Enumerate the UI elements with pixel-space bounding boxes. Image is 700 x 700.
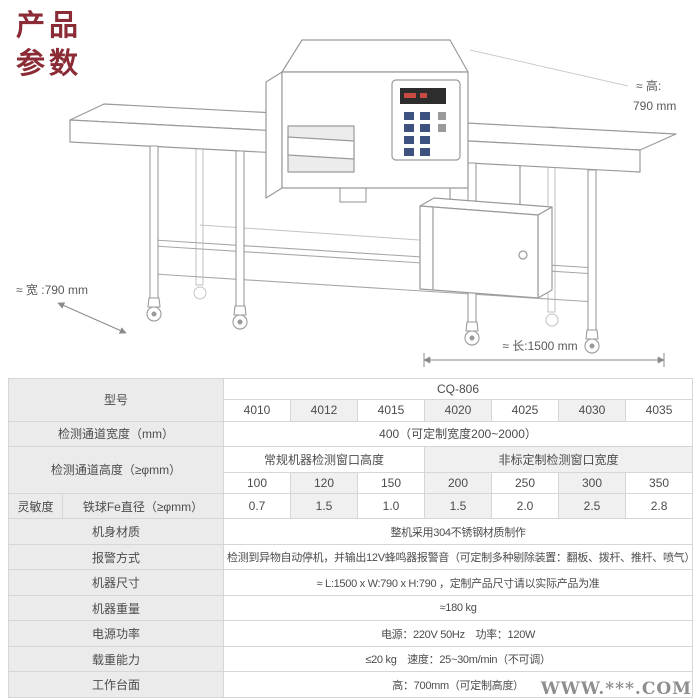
machine-diagram: ≈ 高: 790 mm ≈ 宽 :790 mm ≈ 长:1500 mm (16, 39, 677, 367)
regular-window-header-cell: 常规机器检测窗口高度 (223, 446, 426, 473)
dimension-height-label: ≈ 高: (636, 78, 661, 93)
custom-window-header-cell: 非标定制检测窗口宽度 (424, 446, 694, 473)
spec-row-value: 电源：220V 50Hz 功率：120W (223, 620, 694, 647)
model-cell: 4020 (424, 399, 493, 422)
model-cell: 4025 (491, 399, 560, 422)
table-row: 电源功率 电源：220V 50Hz 功率：120W (7, 620, 694, 647)
panel-buttons (404, 112, 430, 156)
spec-row-label: 机器尺寸 (7, 569, 225, 596)
spec-row-value: 整机采用304不锈钢材质制作 (223, 518, 694, 545)
spec-row-label: 机身材质 (7, 518, 225, 545)
spec-row-label: 电源功率 (7, 620, 225, 647)
sensitivity-value-cell: 2.8 (625, 492, 694, 520)
sensitivity-group-cell: 灵敏度 (8, 492, 63, 520)
height-value-cell: 150 (357, 471, 426, 494)
height-value-cell: 300 (558, 471, 627, 494)
model-cell: 4015 (357, 399, 426, 422)
spec-row-label: 载重能力 (7, 645, 225, 673)
dimension-width-label: ≈ 宽 :790 mm (16, 282, 88, 297)
spec-table: 型号 CQ-806 4010 4012 4015 4020 4025 4030 … (7, 377, 694, 698)
conveyor-frame-front (146, 145, 600, 354)
dimension-length-label: ≈ 长:1500 mm (502, 339, 577, 353)
dimension-lines (57, 49, 665, 367)
page-title-line1: 产品 (16, 10, 83, 42)
sensitivity-value-cell: 1.5 (290, 492, 359, 520)
spec-row-label: 机器重量 (7, 594, 225, 622)
height-value-cell: 350 (625, 471, 694, 494)
table-row: 灵敏度 铁球Fe直径（≥φmm） 0.7 1.5 1.0 1.5 2.0 2.5… (8, 492, 694, 520)
table-row: 100 120 150 200 250 300 350 (9, 471, 694, 494)
table-row: 检测通道宽度（mm） 400（可定制宽度200~2000） (7, 420, 694, 448)
dimension-height-value: 790 mm (633, 99, 676, 113)
spec-row-value: ≈ L:1500 x W:790 x H:790 ，定制产品尺寸请以实际产品为准 (223, 569, 694, 596)
model-cell: 4035 (625, 399, 694, 422)
caster-wheel (545, 313, 559, 327)
model-label-cell: 型号 (7, 378, 225, 422)
model-cell: 4010 (223, 399, 292, 422)
spec-row-value: ≈180 kg (223, 594, 694, 622)
table-row: 机器重量 ≈180 kg (7, 594, 694, 622)
spec-row-value: ≤20 kg 速度：25~30m/min（不可调） (223, 645, 694, 673)
control-cabinet (419, 162, 553, 299)
sensitivity-label-cell: 铁球Fe直径（≥φmm） (61, 492, 225, 520)
model-name-cell: CQ-806 (223, 377, 694, 401)
table-row: 载重能力 ≤20 kg 速度：25~30m/min（不可调） (7, 645, 694, 673)
height-value-cell: 120 (290, 471, 359, 494)
watermark: WWW.***.COM (540, 679, 692, 699)
model-cell: 4030 (558, 399, 627, 422)
table-row: 机器尺寸 ≈ L:1500 x W:790 x H:790 ，定制产品尺寸请以实… (7, 569, 694, 596)
dimension-labels: ≈ 高: 790 mm ≈ 宽 :790 mm ≈ 长:1500 mm (16, 78, 676, 353)
spec-row-value: 高：700mm（可定制高度） (223, 671, 694, 698)
model-cell: 4012 (290, 399, 359, 422)
table-row: 检测通道高度（≥φmm） 常规机器检测窗口高度 非标定制检测窗口宽度 (7, 446, 694, 494)
table-row: 机身材质 整机采用304不锈钢材质制作 (7, 518, 694, 545)
detector-head (265, 39, 469, 199)
control-panel (391, 79, 461, 161)
sensitivity-value-cell: 1.0 (357, 492, 426, 520)
spec-row-label: 报警方式 (7, 543, 225, 571)
channel-width-value-cell: 400（可定制宽度200~2000） (223, 420, 694, 448)
sensitivity-value-cell: 2.5 (558, 492, 627, 520)
page-title: 产品 参数 (16, 8, 82, 83)
spec-row-value: 检测到异物自动停机，并输出12V蜂鸣器报警音（可定制多种剔除装置：翻板、拨杆、推… (223, 543, 694, 571)
table-row: 4010 4012 4015 4020 4025 4030 4035 (9, 399, 694, 422)
page-title-line2: 参数 (16, 47, 83, 80)
channel-height-label-cell: 检测通道高度（≥φmm） (7, 446, 225, 494)
sensitivity-value-cell: 1.5 (424, 492, 493, 520)
height-value-cell: 100 (223, 471, 292, 494)
table-row: 型号 CQ-806 (7, 377, 694, 422)
height-value-cell: 200 (424, 471, 493, 494)
cabinet-lock-icon (518, 250, 528, 260)
height-value-cell: 250 (491, 471, 560, 494)
table-row: 工作台面 高：700mm（可定制高度） (7, 671, 694, 698)
sensitivity-value-cell: 0.7 (223, 492, 292, 520)
caster-wheel (193, 286, 207, 300)
table-row: 报警方式 检测到异物自动停机，并输出12V蜂鸣器报警音（可定制多种剔除装置：翻板… (7, 543, 694, 571)
spec-row-label: 工作台面 (7, 671, 225, 698)
channel-width-label-cell: 检测通道宽度（mm） (7, 420, 225, 448)
sensitivity-value-cell: 2.0 (491, 492, 560, 520)
